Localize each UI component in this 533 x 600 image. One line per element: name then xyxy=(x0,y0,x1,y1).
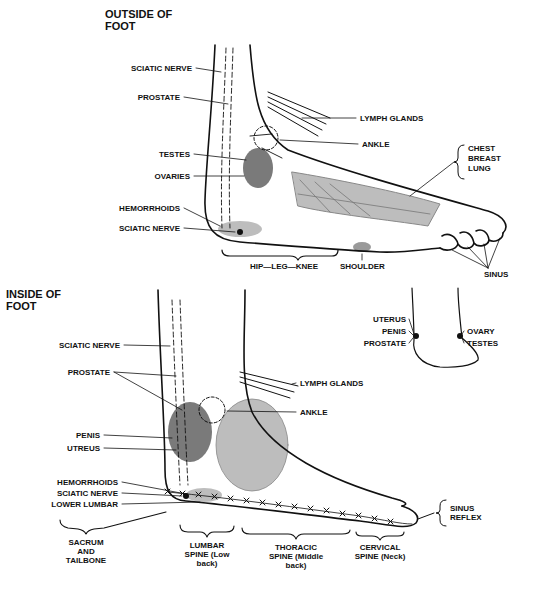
view-heading: INSIDE OF FOOT xyxy=(6,288,78,312)
part-label: UTERUS xyxy=(373,315,406,324)
foot-outline xyxy=(205,45,440,252)
sciatic-dashes xyxy=(221,48,233,228)
part-label: SINUS xyxy=(484,270,508,279)
ankle-circle xyxy=(199,397,225,423)
toes xyxy=(440,230,503,250)
part-label: OVARIES xyxy=(155,172,190,181)
foot-top xyxy=(244,290,406,506)
part-label: SCIATIC NERVE xyxy=(59,341,120,350)
part-label: TESTES xyxy=(159,150,190,159)
part-label: ANKLE xyxy=(300,408,328,417)
part-label: LUNG xyxy=(468,164,491,173)
part-label: SCIATIC NERVE xyxy=(131,64,192,73)
leader-lines xyxy=(184,68,500,268)
part-label: LUMBAR SPINE (Low back) xyxy=(179,541,235,568)
leader-lines xyxy=(104,345,296,504)
chest-brace xyxy=(454,145,464,179)
part-label: PROSTATE xyxy=(68,368,110,377)
hemorrhoids-area xyxy=(218,221,262,237)
sciatic-dot xyxy=(237,229,243,235)
chest-lung-area xyxy=(292,172,440,226)
leader-lines xyxy=(409,319,464,343)
part-label: OVARY xyxy=(467,327,495,336)
part-label: TESTES xyxy=(467,339,498,348)
part-label: BREAST xyxy=(468,154,501,163)
part-label: SCIATIC NERVE xyxy=(57,489,118,498)
part-label: CHEST xyxy=(468,144,495,153)
part-label: SCIATIC NERVE xyxy=(119,224,180,233)
part-label: PENIS xyxy=(76,431,100,440)
part-label: HIP—LEG—KNEE xyxy=(250,262,318,271)
hip-leg-knee-bracket xyxy=(222,250,338,260)
part-label: SINUS REFLEX xyxy=(450,504,494,522)
part-label: HEMORRHOIDS xyxy=(119,204,180,213)
part-label: HEMORRHOIDS xyxy=(57,478,118,487)
tendons xyxy=(268,92,330,136)
part-label: UTREUS xyxy=(67,444,100,453)
spine-crosses xyxy=(165,489,393,524)
part-label: LYMPH GLANDS xyxy=(300,379,363,388)
sciatic-dashes xyxy=(172,300,188,485)
foot-top xyxy=(250,45,506,233)
testes-ovaries-area xyxy=(243,148,273,188)
part-label: LYMPH GLANDS xyxy=(360,114,423,123)
foot-outline xyxy=(158,290,418,527)
part-label: PROSTATE xyxy=(138,93,180,102)
sinus-reflex-brace xyxy=(418,500,446,526)
part-label: THORACIC SPINE (Middle back) xyxy=(264,543,328,570)
part-label: SHOULDER xyxy=(340,262,385,271)
spine-brackets xyxy=(60,512,404,540)
part-label: PENIS xyxy=(382,327,406,336)
view-heading: OUTSIDE OF FOOT xyxy=(105,8,177,32)
part-label: PROSTATE xyxy=(364,339,406,348)
prostate-penis-area xyxy=(168,402,212,462)
part-label: CERVICAL SPINE (Neck) xyxy=(352,543,408,561)
part-label: ANKLE xyxy=(362,140,390,149)
chest-lung-lines xyxy=(298,180,430,216)
ankle-ticks xyxy=(250,134,282,158)
part-label: SACRUM AND TAILBONE xyxy=(59,538,113,565)
tendons xyxy=(240,372,298,398)
part-label: LOWER LUMBAR xyxy=(51,500,118,509)
